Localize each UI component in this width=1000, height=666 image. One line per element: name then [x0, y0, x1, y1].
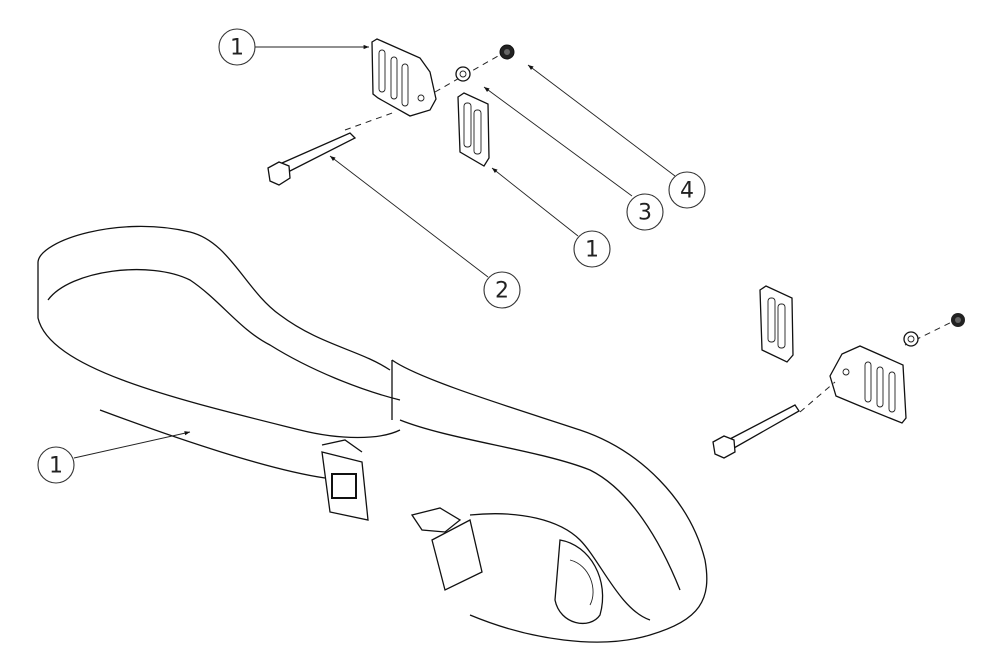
lap-belt	[37, 225, 708, 643]
mounting-plate	[371, 38, 437, 117]
callout-washer-3: 3	[626, 193, 664, 231]
buckle-male	[321, 439, 369, 521]
hex-bolt	[267, 132, 357, 186]
lower-hardware-group	[712, 285, 965, 459]
buckle-female	[410, 507, 604, 624]
nut	[499, 44, 515, 60]
callout-bracket-1: 1	[573, 230, 611, 268]
callout-belt-1: 1	[37, 446, 75, 484]
callout-bolt-2: 2	[483, 271, 521, 309]
svg-text:3: 3	[638, 201, 652, 226]
svg-text:1: 1	[585, 238, 599, 263]
washer	[455, 66, 471, 82]
leader-lines	[73, 44, 676, 459]
slide-bracket	[457, 92, 490, 167]
svg-text:4: 4	[680, 179, 694, 204]
upper-hardware-group	[267, 38, 515, 186]
svg-text:2: 2	[495, 279, 509, 304]
svg-text:1: 1	[230, 36, 244, 61]
callout-plate-1: 1	[218, 28, 256, 66]
svg-text:1: 1	[49, 454, 63, 479]
callout-nut-4: 4	[668, 171, 706, 209]
